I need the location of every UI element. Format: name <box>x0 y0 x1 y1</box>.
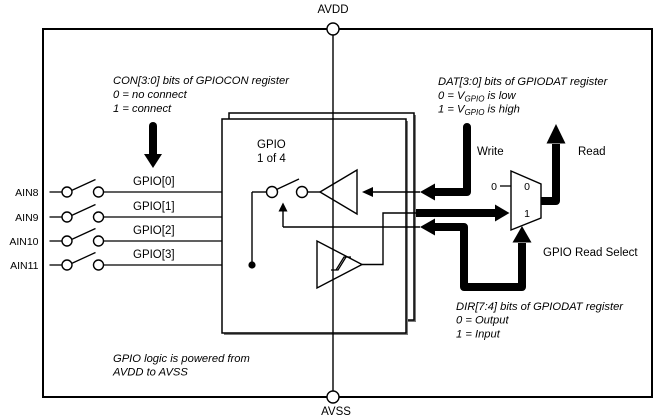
dat-line2: 0 = VGPIO is low <box>438 90 516 104</box>
mux-select0-label: 0 <box>491 181 497 193</box>
write-arrow <box>420 123 471 201</box>
block-title-line1: GPIO <box>257 139 286 151</box>
dat-line3: 1 = VGPIO is high <box>438 104 520 118</box>
switch-blade <box>71 227 96 241</box>
pin-label-ain11: AIN11 <box>10 260 39 272</box>
hysteresis-icon <box>331 256 347 271</box>
dir-line2: 0 = Output <box>456 315 509 327</box>
read-select-label: GPIO Read Select <box>543 247 638 259</box>
switch-blade <box>71 203 96 217</box>
read-label: Read <box>578 146 606 158</box>
note-line1: GPIO logic is powered from <box>113 353 250 365</box>
small-up-arrowhead <box>278 202 288 212</box>
con-select-arrow <box>144 122 162 168</box>
dat-annotation: DAT[3:0] bits of GPIODAT register 0 = VG… <box>438 76 609 117</box>
gpio2-line-label: GPIO[2] <box>133 225 175 237</box>
mux-input1-label: 1 <box>524 208 530 220</box>
pin-row-ain9 <box>49 203 222 223</box>
switch-contact <box>92 259 105 271</box>
switch-contact <box>61 259 73 271</box>
pin-row-ain8 <box>49 178 222 198</box>
switch-contact <box>92 186 105 198</box>
pin-switch-rows <box>49 178 317 271</box>
avdd-label: AVDD <box>317 4 348 16</box>
output-driver-buffer <box>318 168 358 216</box>
switch-contact <box>61 235 73 247</box>
pin-label-ain9: AIN9 <box>15 212 39 224</box>
avdd-node <box>326 22 340 36</box>
gpio1-line-label: GPIO[1] <box>133 201 175 213</box>
read-arrow <box>541 124 566 205</box>
dir-annotation: DIR[7:4] bits of GPIODAT register 0 = Ou… <box>456 301 624 340</box>
write-label: Write <box>477 146 504 158</box>
con-line1: CON[3:0] bits of GPIOCON register <box>113 75 290 87</box>
switch-blade <box>71 251 96 265</box>
switch-contact <box>92 235 105 247</box>
pin-label-ain10: AIN10 <box>9 236 38 248</box>
pin-label-ain8: AIN8 <box>15 187 39 199</box>
mux-body <box>510 169 542 232</box>
switch-contact <box>61 211 73 223</box>
block-title-line2: 1 of 4 <box>257 153 286 165</box>
avss-label: AVSS <box>321 406 351 418</box>
read-data-arrow <box>416 204 510 222</box>
con-line2: 0 = no connect <box>113 89 188 101</box>
switch-contact <box>295 185 309 199</box>
avss-node <box>326 390 340 404</box>
dir-line1: DIR[7:4] bits of GPIODAT register <box>456 301 624 313</box>
gpio0-line-label: GPIO[0] <box>133 176 175 188</box>
power-note: GPIO logic is powered from AVDD to AVSS <box>112 353 250 379</box>
switch-contact <box>265 185 279 199</box>
switch-blade <box>276 178 300 191</box>
switch-contact <box>61 186 73 198</box>
mux-input0-label: 0 <box>524 181 530 193</box>
note-line2: AVDD to AVSS <box>112 367 188 379</box>
con-annotation: CON[3:0] bits of GPIOCON register 0 = no… <box>113 75 290 115</box>
gpio-cell-block <box>221 112 416 335</box>
small-left-arrowhead <box>362 187 373 197</box>
gpio3-line-label: GPIO[3] <box>133 249 175 261</box>
dir-select-path <box>420 218 532 291</box>
con-line3: 1 = connect <box>113 103 172 115</box>
gpio-cell-internals <box>248 168 420 290</box>
schmitt-trigger-buffer <box>316 239 364 290</box>
hysteresis-icon <box>335 256 351 271</box>
dat-line1: DAT[3:0] bits of GPIODAT register <box>438 76 609 88</box>
gpio-cell-front-page <box>221 118 407 334</box>
read-select-arrowhead <box>512 226 532 243</box>
dir-line3: 1 = Input <box>456 328 501 340</box>
read-mux: 0 1 0 <box>491 169 542 232</box>
bus-arrows <box>144 122 566 291</box>
pin-row-ain10 <box>49 227 222 247</box>
switch-blade <box>71 178 96 192</box>
switch-contact <box>92 211 105 223</box>
junction-dot <box>248 261 256 269</box>
